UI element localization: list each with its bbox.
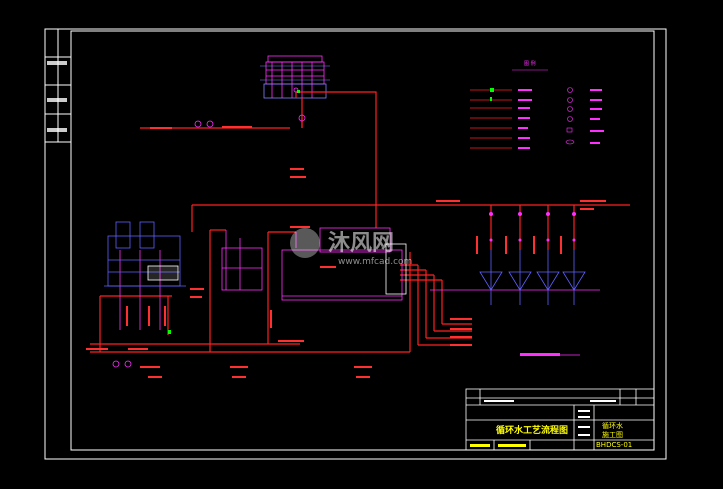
green-markers xyxy=(168,90,300,334)
valve-symbols xyxy=(112,87,306,368)
central-sump xyxy=(281,227,407,301)
titleblock-code: 循环水 xyxy=(602,421,623,430)
watermark: 沐风网 www.mfcad.com xyxy=(290,228,412,267)
water-tank xyxy=(221,247,263,291)
title-block-marks xyxy=(484,400,616,436)
legend: 图 例 xyxy=(470,60,604,149)
filter-equipment xyxy=(104,221,186,287)
pump-array xyxy=(479,250,586,305)
bottom-note xyxy=(520,353,560,356)
watermark-url: www.mfcad.com xyxy=(338,257,412,267)
titleblock-sub: 施工图 xyxy=(602,430,623,439)
pump-valves xyxy=(489,212,576,242)
drawing-number: BHDCS-01 xyxy=(596,441,632,449)
watermark-brand: 沐风网 xyxy=(328,231,394,256)
pipe-annotation-marks xyxy=(86,126,606,378)
side-strip-labels xyxy=(47,61,67,132)
title-block xyxy=(465,388,655,451)
drawing-title: 循环水工艺流程图 xyxy=(496,424,568,436)
supply-pipes xyxy=(90,91,630,353)
titleblock-yellow-cells xyxy=(470,444,526,447)
return-pipes xyxy=(119,230,600,356)
legend-title: 图 例 xyxy=(524,60,536,67)
cooling-tower-deck xyxy=(260,65,330,81)
drawing-frame xyxy=(44,28,667,460)
